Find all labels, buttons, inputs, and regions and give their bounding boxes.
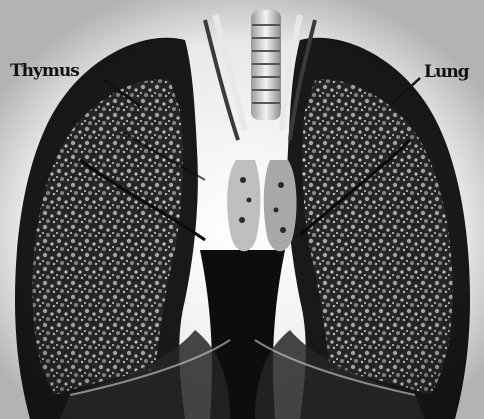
thymus-label: Thymus — [10, 61, 79, 81]
thymus — [227, 160, 260, 251]
lung-label: Lung — [424, 62, 469, 82]
